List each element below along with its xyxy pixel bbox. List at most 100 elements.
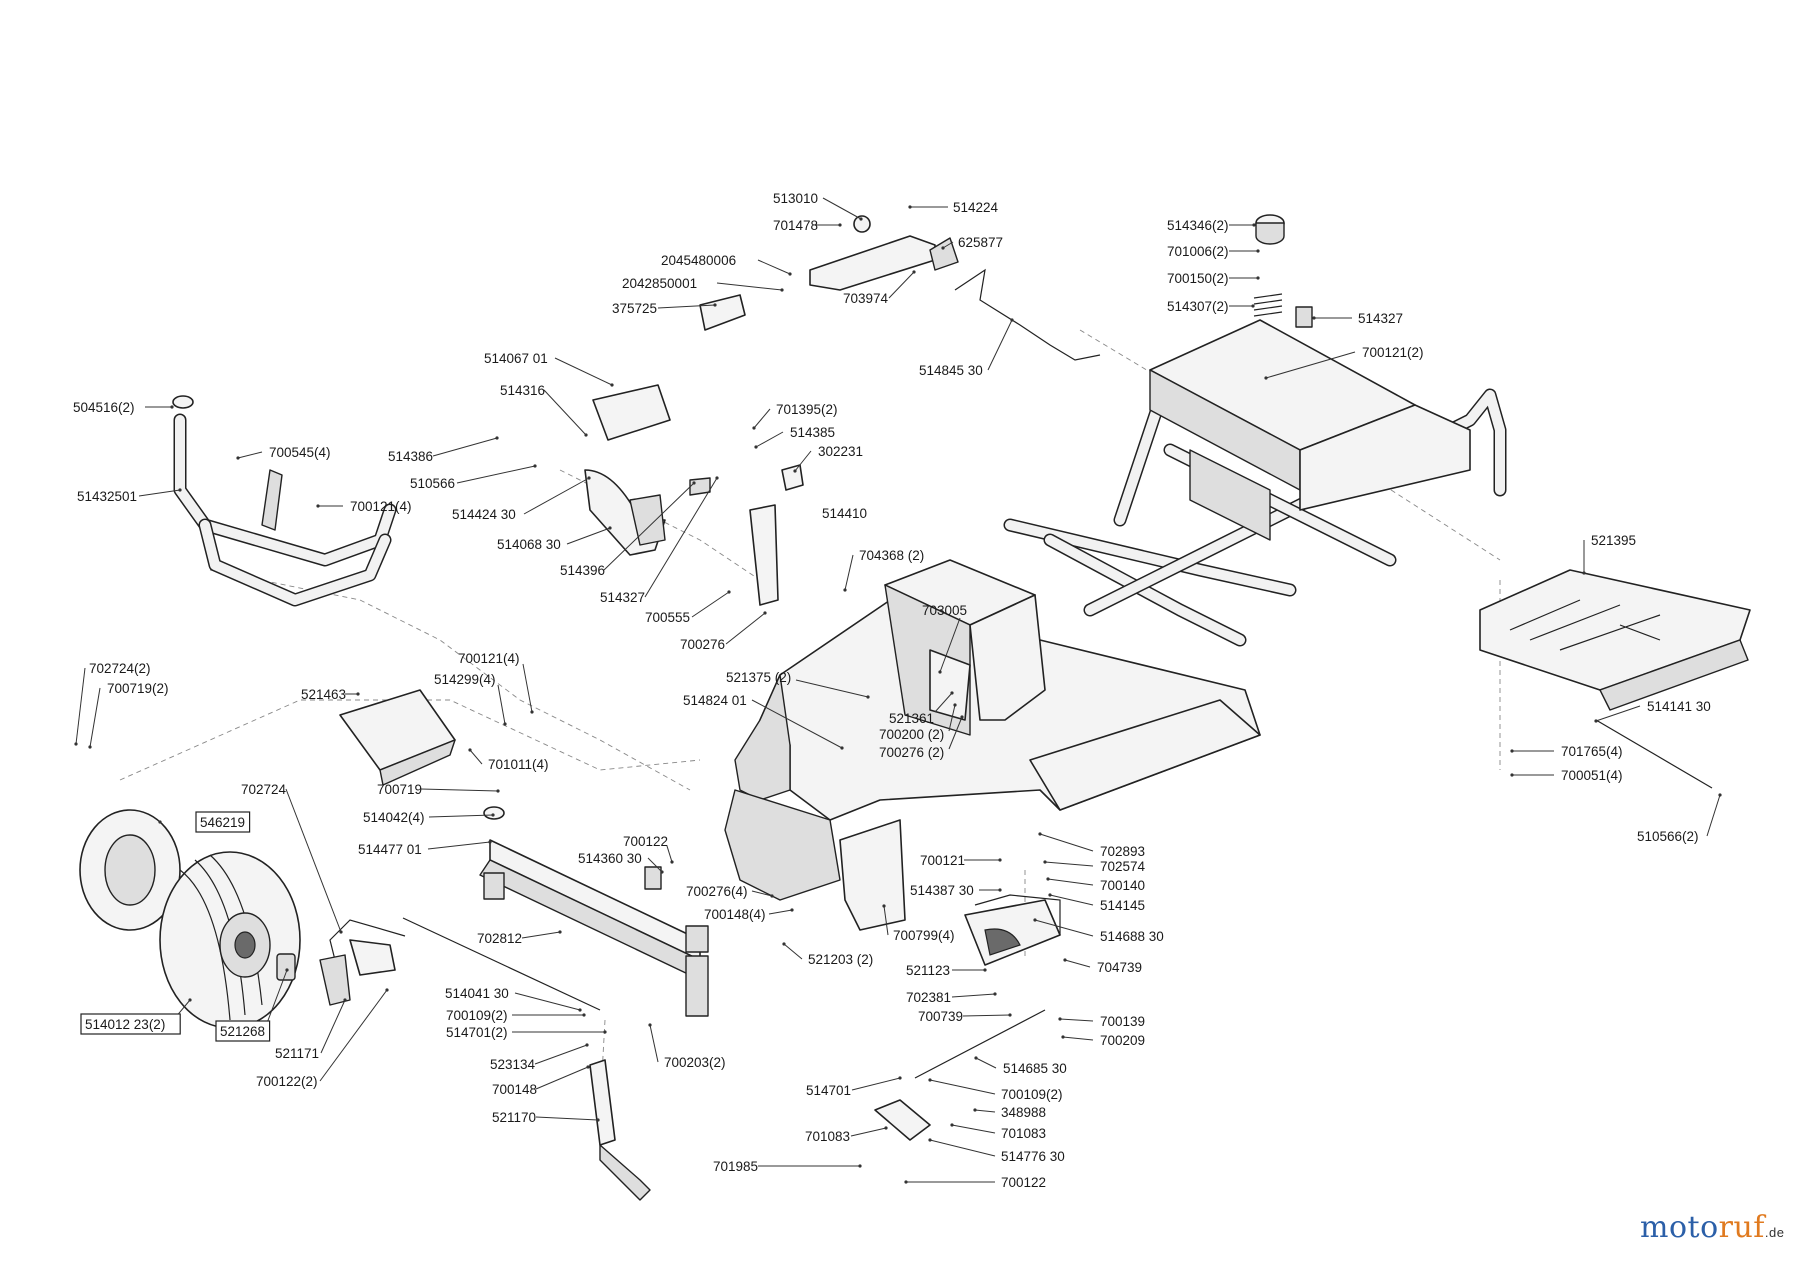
leader-point bbox=[584, 433, 588, 437]
leader-point bbox=[1251, 304, 1255, 308]
part-label-700121-4-: 700121(4) bbox=[458, 651, 520, 666]
leader-line bbox=[1049, 894, 1094, 906]
leader-line bbox=[1062, 1036, 1094, 1041]
leader-point bbox=[495, 436, 499, 440]
part-label-514145: 514145 bbox=[1100, 898, 1145, 913]
leader-point bbox=[1010, 318, 1014, 322]
part-label-514316: 514316 bbox=[500, 383, 545, 398]
part-label-514012-23-2-: 514012 23(2) bbox=[85, 1017, 165, 1032]
part-label-625877: 625877 bbox=[958, 235, 1003, 250]
part-label-700051-4-: 700051(4) bbox=[1561, 768, 1623, 783]
leader-line bbox=[691, 591, 730, 618]
part-label-700739: 700739 bbox=[918, 1009, 963, 1024]
leader-line bbox=[1265, 351, 1356, 379]
part-label-2045480006: 2045480006 bbox=[661, 253, 736, 268]
part-label-521463: 521463 bbox=[301, 687, 346, 702]
leader-line bbox=[535, 1066, 589, 1090]
leader-line bbox=[751, 890, 773, 897]
leader-point bbox=[88, 745, 92, 749]
part-label-510566-2-: 510566(2) bbox=[1637, 829, 1699, 844]
leader-point bbox=[608, 526, 612, 530]
leader-point bbox=[898, 1076, 902, 1080]
part-label-700121-4-: 700121(4) bbox=[350, 499, 412, 514]
leader-line bbox=[644, 477, 718, 598]
leader-line bbox=[469, 749, 483, 765]
leader-point bbox=[1510, 749, 1514, 753]
part-label-702724: 702724 bbox=[241, 782, 287, 797]
leader-line bbox=[844, 554, 854, 591]
part-label-703005: 703005 bbox=[922, 603, 967, 618]
leader-point bbox=[908, 205, 912, 209]
part-label-704739: 704739 bbox=[1097, 960, 1142, 975]
leader-line bbox=[649, 1024, 659, 1063]
leader-line bbox=[962, 1014, 1011, 1017]
leader-point bbox=[904, 1180, 908, 1184]
leader-line bbox=[285, 788, 342, 933]
leader-line bbox=[1059, 1018, 1094, 1022]
part-label-514327: 514327 bbox=[1358, 311, 1403, 326]
leader-point bbox=[356, 692, 360, 696]
part-label-700276-4-: 700276(4) bbox=[686, 884, 748, 899]
leader-point bbox=[1256, 249, 1260, 253]
part-labels: 5130105142247014786258772045480006204285… bbox=[73, 191, 1711, 1190]
part-label-703974: 703974 bbox=[843, 291, 889, 306]
leader-point bbox=[928, 1138, 932, 1142]
leader-point bbox=[790, 908, 794, 912]
part-label-348988: 348988 bbox=[1001, 1105, 1046, 1120]
leader-line bbox=[939, 617, 961, 673]
leader-line bbox=[948, 716, 963, 750]
leader-line bbox=[75, 667, 86, 745]
leader-point bbox=[316, 504, 320, 508]
leader-point bbox=[1582, 571, 1586, 575]
part-label-514688-30: 514688 30 bbox=[1100, 929, 1164, 944]
leader-point bbox=[503, 722, 507, 726]
part-label-514224: 514224 bbox=[953, 200, 999, 215]
part-label-514307-2-: 514307(2) bbox=[1167, 299, 1229, 314]
part-label-704368-2-: 704368 (2) bbox=[859, 548, 924, 563]
watermark-logo: motoruf.de bbox=[1640, 1210, 1784, 1245]
part-label-box bbox=[195, 811, 251, 833]
part-label-514042-4-: 514042(4) bbox=[363, 810, 425, 825]
leader-point bbox=[236, 456, 240, 460]
leader-line bbox=[755, 431, 784, 448]
part-label-514068-30: 514068 30 bbox=[497, 537, 561, 552]
leader-point bbox=[582, 1013, 586, 1017]
leader-line bbox=[753, 408, 771, 429]
leader-line bbox=[795, 679, 869, 698]
leader-line bbox=[975, 1057, 997, 1069]
part-label-514824-01: 514824 01 bbox=[683, 693, 747, 708]
leader-point bbox=[793, 469, 797, 473]
leader-line bbox=[1034, 919, 1094, 937]
leader-point bbox=[660, 870, 664, 874]
leader-point bbox=[973, 1108, 977, 1112]
part-label-702812: 702812 bbox=[477, 931, 522, 946]
part-label-702893: 702893 bbox=[1100, 844, 1145, 859]
part-label-700139: 700139 bbox=[1100, 1014, 1145, 1029]
part-label-700200-2-: 700200 (2) bbox=[879, 727, 944, 742]
leader-line bbox=[783, 943, 803, 960]
logo-part-ruf: ruf bbox=[1718, 1210, 1765, 1245]
part-label-514041-30: 514041 30 bbox=[445, 986, 509, 1001]
part-label-701478: 701478 bbox=[773, 218, 818, 233]
leader-line bbox=[951, 1124, 996, 1134]
part-label-523134: 523134 bbox=[490, 1057, 536, 1072]
part-label-700121: 700121 bbox=[920, 853, 965, 868]
leader-point bbox=[953, 703, 957, 707]
leader-point bbox=[586, 1065, 590, 1069]
part-label-702574: 702574 bbox=[1100, 859, 1146, 874]
leader-line bbox=[138, 489, 181, 497]
part-label-700209: 700209 bbox=[1100, 1033, 1145, 1048]
leader-line bbox=[1595, 705, 1641, 722]
leader-point bbox=[468, 748, 472, 752]
part-label-514396: 514396 bbox=[560, 563, 605, 578]
part-label-521375-2-: 521375 (2) bbox=[726, 670, 791, 685]
leader-line bbox=[888, 271, 915, 299]
leader-point bbox=[1594, 719, 1598, 723]
leader-point bbox=[1264, 376, 1268, 380]
leader-point bbox=[610, 383, 614, 387]
leader-point bbox=[858, 1164, 862, 1168]
leader-line bbox=[951, 993, 996, 998]
leader-point bbox=[1252, 223, 1256, 227]
part-label-700276-2-: 700276 (2) bbox=[879, 745, 944, 760]
